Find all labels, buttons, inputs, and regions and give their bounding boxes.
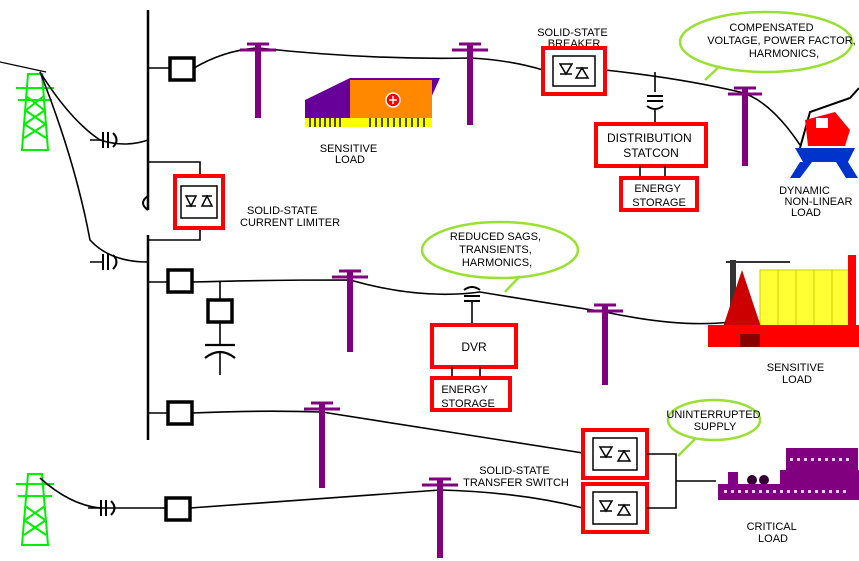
- current-limiter-box: [173, 174, 225, 230]
- transformer-icon: [90, 254, 118, 270]
- utility-pole-icon: [240, 42, 276, 118]
- reduced-sags-label: REDUCED SAGS, TRANSIENTS, HARMONICS,: [450, 231, 544, 269]
- transfer-switch-label: SOLID-STATE TRANSFER SWITCH: [463, 465, 569, 489]
- thyristor-icon: [592, 437, 638, 471]
- factory-icon: [708, 255, 859, 347]
- current-limiter-label: SOLID-STATE CURRENT LIMITER: [240, 205, 340, 229]
- crane-icon: [790, 87, 859, 178]
- sensitive-load-top-label: SENSITIVE LOAD: [320, 143, 381, 166]
- feeder-line: [39, 71, 149, 263]
- capacitor-icon: [204, 343, 236, 375]
- compensated-label: COMPENSATED VOLTAGE, POWER FACTOR, HARMO…: [707, 22, 859, 60]
- energy-storage-top-label: ENERGY STORAGE: [632, 183, 686, 209]
- energy-storage-top-box: [619, 176, 699, 212]
- uninterrupted-bubble: [666, 398, 762, 442]
- reduced-sags-bubble: [420, 220, 580, 280]
- switch-icon: [206, 298, 234, 324]
- utility-pole-icon: [587, 303, 623, 385]
- switch-icon: [168, 56, 196, 82]
- transformer-icon: [646, 95, 664, 110]
- transmission-tower-icon: [0, 61, 54, 151]
- switch-icon: [164, 496, 192, 522]
- feeder-line: [39, 71, 149, 145]
- compensated-bubble: [678, 10, 854, 74]
- switch-icon: [166, 268, 194, 294]
- utility-pole-icon: [332, 269, 368, 352]
- transformer-icon: [90, 132, 118, 148]
- dvr-label: DVR: [461, 340, 487, 354]
- energy-storage-mid-box: [430, 376, 512, 412]
- critical-load-label: CRITICAL LOAD: [747, 521, 800, 545]
- utility-pole-icon: [422, 477, 458, 558]
- thyristor-icon: [180, 185, 218, 219]
- dvr-box: [430, 323, 518, 369]
- statcon-label: DISTRIBUTION STATCON: [607, 131, 695, 160]
- utility-pole-icon: [304, 401, 340, 488]
- utility-pole-icon: [728, 86, 762, 166]
- uninterrupted-label: UNINTERRUPTED SUPPLY: [666, 409, 763, 433]
- utility-pole-icon: [452, 42, 488, 125]
- dynamic-load-label: DYNAMIC NON-LINEAR LOAD: [779, 185, 855, 219]
- switch-icon: [166, 400, 194, 426]
- building-icon: [305, 78, 440, 127]
- thyristor-icon: [552, 55, 596, 87]
- energy-storage-mid-label: ENERGY STORAGE: [441, 384, 495, 410]
- statcon-box: [594, 122, 708, 168]
- sensitive-load-right-label: SENSITIVE LOAD: [767, 362, 828, 386]
- thyristor-icon: [592, 491, 638, 525]
- plant-icon: [718, 448, 859, 500]
- transformer-icon: [88, 500, 116, 516]
